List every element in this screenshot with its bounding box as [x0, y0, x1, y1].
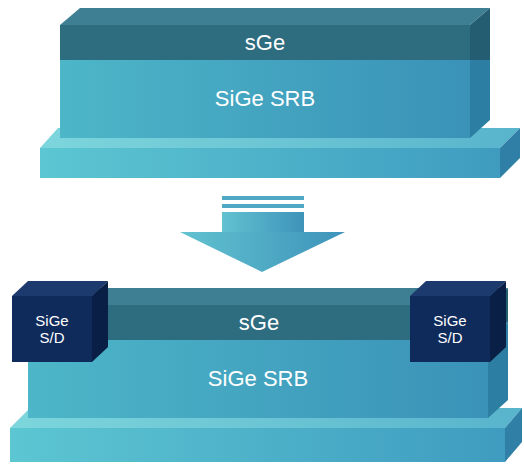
base-side-face: [500, 128, 520, 178]
base-side-face: [505, 408, 522, 462]
arrow-head: [180, 232, 345, 272]
layer-label: SiGe SRB: [215, 86, 315, 111]
source-drain-block: SiGe S/D: [12, 296, 92, 362]
sd-side-face: [490, 281, 506, 362]
sge-layer: sGe: [108, 305, 410, 340]
base-front-face: [40, 148, 500, 178]
layer-label: SiGe S/D: [27, 312, 77, 347]
layer-label: sGe: [245, 30, 285, 55]
sd-top-face: [410, 281, 506, 296]
layer-label: SiGe SRB: [208, 366, 308, 391]
srb-layer: SiGe SRB: [60, 60, 470, 138]
base-front-face: [10, 428, 505, 462]
srb-side-face: [488, 322, 508, 418]
sge-side-face: [470, 8, 490, 60]
srb-side-face: [470, 60, 490, 138]
arrow-stripe: [222, 196, 304, 200]
arrow-stem: [222, 212, 304, 232]
layer-label: SiGe S/D: [425, 312, 475, 347]
sge-layer: sGe: [60, 25, 470, 60]
sge-top-face: [60, 8, 490, 25]
layer-label: sGe: [239, 310, 279, 335]
sd-top-face: [12, 281, 108, 296]
sd-side-face: [92, 281, 108, 362]
source-drain-block: SiGe S/D: [410, 296, 490, 362]
arrow-stripe: [222, 204, 304, 208]
